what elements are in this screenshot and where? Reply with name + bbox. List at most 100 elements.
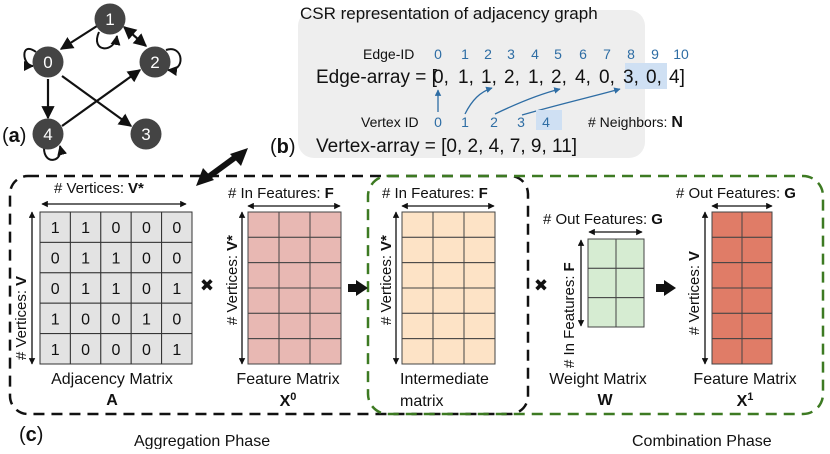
edge-value-6: 4, bbox=[575, 67, 591, 88]
edge-id-4: 4 bbox=[531, 46, 539, 62]
adjacency-value: 0 bbox=[81, 342, 90, 359]
edge-id-5: 5 bbox=[554, 46, 562, 62]
neighbors-label: # Neighbors:N bbox=[588, 114, 683, 131]
feature0-cell bbox=[309, 236, 342, 264]
intermediate-cell bbox=[401, 211, 434, 238]
edge-id-2: 2 bbox=[484, 46, 492, 62]
edge-4-2 bbox=[61, 69, 142, 127]
feature1-cell bbox=[741, 262, 773, 289]
adjacency-cell bbox=[130, 333, 163, 365]
intermediate-cell bbox=[463, 338, 496, 365]
weight-cell bbox=[615, 297, 645, 328]
edge-value-4: 1, bbox=[528, 67, 544, 88]
feature1-cell bbox=[741, 236, 773, 264]
adjacency-value: 1 bbox=[51, 311, 60, 328]
intermediate-cell bbox=[463, 211, 496, 238]
adjacency-value: 1 bbox=[51, 342, 60, 359]
vertex-id-3: 3 bbox=[517, 114, 525, 130]
adjacency-value: 1 bbox=[112, 281, 121, 298]
feature1-cell bbox=[711, 211, 743, 238]
self-loop-0 bbox=[23, 48, 37, 71]
feature0-cell bbox=[309, 211, 342, 238]
adjacency-value: 1 bbox=[112, 251, 121, 268]
adjacency-value: 0 bbox=[142, 342, 151, 359]
feature0-cell bbox=[309, 287, 342, 314]
arrow-to-feature1 bbox=[656, 280, 676, 296]
adjacency-value: 1 bbox=[81, 220, 90, 237]
vertex-highlight bbox=[536, 110, 562, 130]
intermediate-cell bbox=[432, 262, 465, 289]
csr-arrow-1 bbox=[464, 86, 493, 115]
intermediate-cell bbox=[432, 211, 465, 238]
adjacency-cell bbox=[100, 211, 132, 243]
node-1: 1 bbox=[94, 3, 126, 35]
feature1-cell bbox=[711, 338, 743, 365]
svg-text:# Out Features:G: # Out Features:G bbox=[676, 185, 796, 202]
edge-array-values: 0,1,1,2,1,2,4,0,3,0,4] bbox=[433, 67, 685, 88]
adjacency-value: 0 bbox=[112, 220, 121, 237]
edge-value-9: 0, bbox=[646, 67, 662, 88]
intermediate-cell bbox=[401, 236, 434, 264]
multiply-sign-2: ✖ bbox=[534, 276, 548, 295]
node-4: 4 bbox=[32, 118, 64, 150]
edge-id-8: 8 bbox=[627, 46, 635, 62]
vertex-id-label: Vertex ID bbox=[361, 114, 419, 130]
edge-value-3: 2, bbox=[504, 67, 520, 88]
panel-a-label: (a) bbox=[2, 125, 26, 147]
feature0-cell bbox=[278, 312, 311, 340]
svg-text:# In Features:F: # In Features:F bbox=[228, 185, 334, 202]
feature0-cell bbox=[247, 338, 280, 365]
csr-panel: CSR representation of adjacency graph Ed… bbox=[270, 4, 689, 158]
adjacency-value: 0 bbox=[51, 251, 60, 268]
intermediate-cell bbox=[463, 312, 496, 340]
adjacency-cell bbox=[39, 302, 71, 335]
adjacency-value: 0 bbox=[172, 311, 181, 328]
feature0-cell bbox=[309, 312, 342, 340]
aggregation-phase-label: Aggregation Phase bbox=[134, 433, 270, 449]
adjacency-cell bbox=[69, 333, 102, 365]
node-2: 2 bbox=[139, 46, 171, 78]
vertices-side-label: # Vertices:V bbox=[13, 276, 30, 360]
edge-value-0: 0, bbox=[433, 67, 449, 88]
feature1-cell bbox=[741, 312, 773, 340]
node-3: 3 bbox=[130, 118, 162, 150]
adjacency-cell bbox=[69, 241, 102, 274]
edge-value-10: 4] bbox=[669, 67, 685, 88]
node-0: 0 bbox=[32, 46, 64, 78]
edge-1-2 bbox=[123, 26, 147, 47]
self-loop-1 bbox=[96, 31, 121, 50]
combination-phase-box bbox=[366, 174, 825, 416]
svg-text:# Vertices:V: # Vertices:V bbox=[686, 251, 703, 335]
weight-cell bbox=[615, 238, 645, 269]
edge-id-10: 10 bbox=[673, 46, 689, 62]
weight-cell bbox=[587, 267, 617, 299]
adjacency-cell bbox=[39, 272, 71, 304]
adjacency-cell bbox=[39, 211, 71, 243]
edge-id-3: 3 bbox=[507, 46, 515, 62]
adjacency-value: 1 bbox=[81, 251, 90, 268]
svg-text:Weight Matrix: Weight Matrix bbox=[549, 371, 647, 388]
panel-b-label: (b) bbox=[270, 136, 296, 158]
vertices-top-label: # Vertices:V* bbox=[54, 180, 144, 197]
feature1-cell bbox=[711, 236, 743, 264]
svg-text:2: 2 bbox=[150, 53, 159, 72]
vertex-array-label: Vertex-array = [0, 2, 4, 7, 9, 11] bbox=[316, 136, 577, 157]
weight-cell bbox=[615, 267, 645, 299]
feature0-cell bbox=[278, 262, 311, 289]
intermediate-cell bbox=[463, 262, 496, 289]
svg-text:X0: X0 bbox=[280, 391, 297, 410]
feature0-cell bbox=[278, 287, 311, 314]
feature1-cell bbox=[741, 211, 773, 238]
feature-matrix-x1: # Out Features:G # Vertices:V Feature Ma… bbox=[676, 185, 797, 410]
csr-arrow-2 bbox=[494, 87, 561, 115]
csr-arrow-3 bbox=[521, 87, 621, 116]
edge-array-label: Edge-array = [ bbox=[316, 67, 438, 88]
feature1-cell bbox=[741, 287, 773, 314]
edge-id-9: 9 bbox=[651, 46, 659, 62]
intermediate-cell bbox=[401, 338, 434, 365]
svg-text:# Vertices:V*: # Vertices:V* bbox=[224, 235, 241, 325]
svg-text:3: 3 bbox=[141, 125, 150, 144]
